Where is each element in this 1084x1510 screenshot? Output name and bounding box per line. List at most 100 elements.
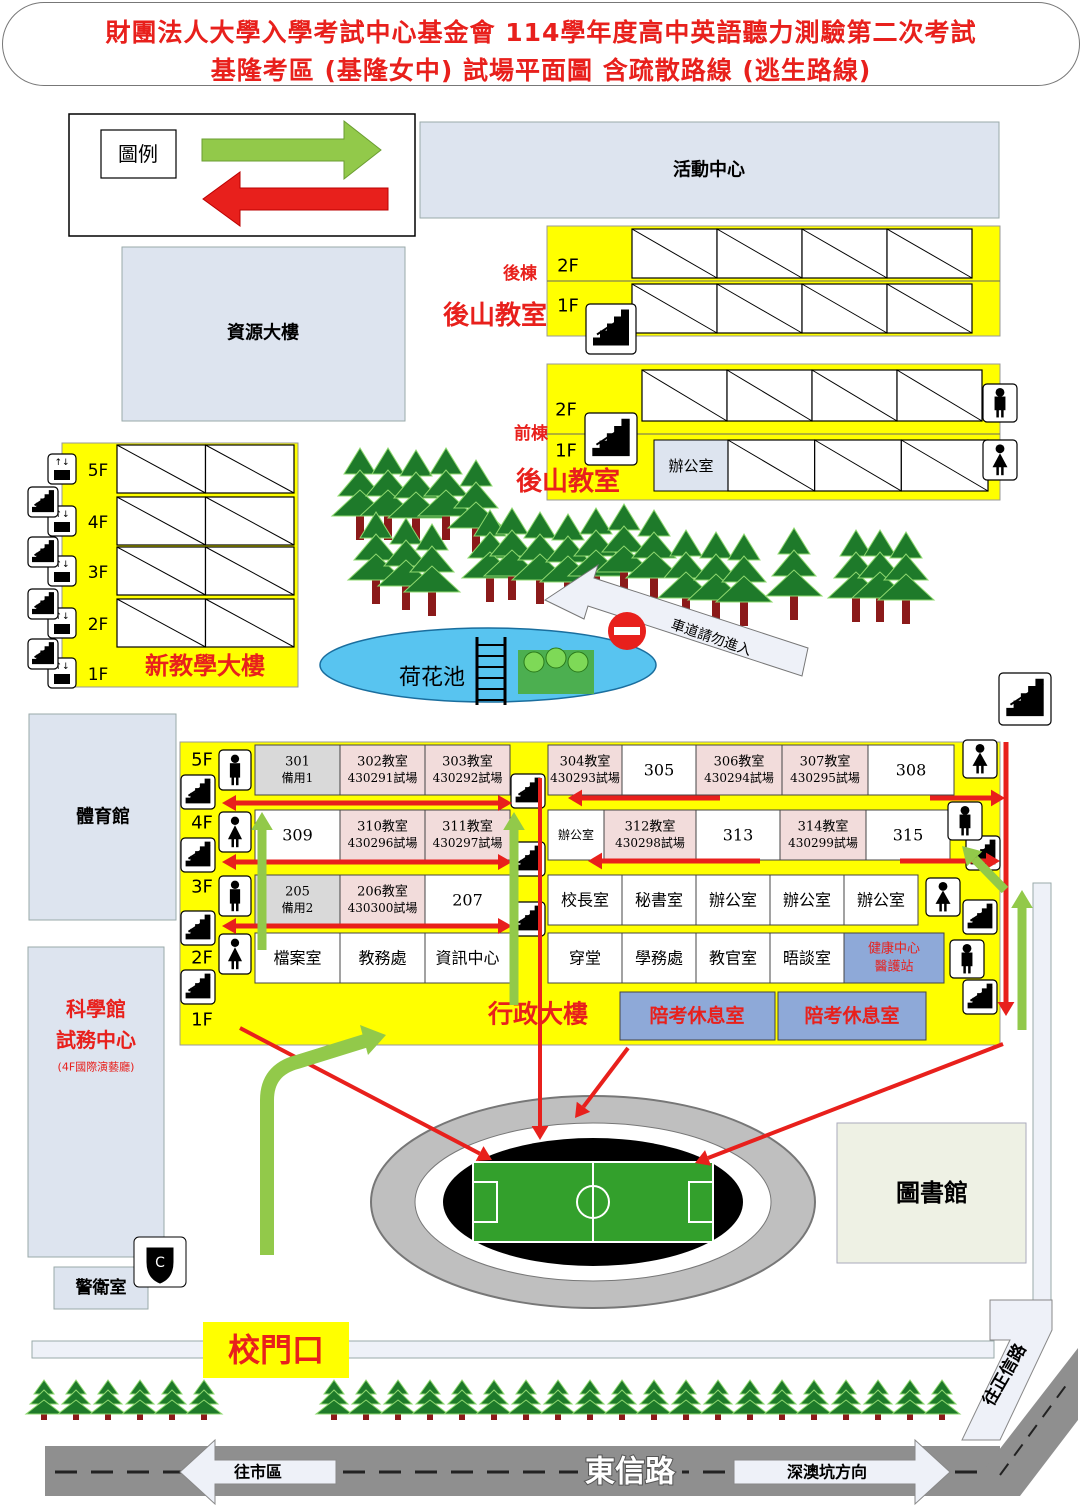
- person-body: [961, 952, 973, 967]
- 3f-west-room-label: 205: [285, 885, 310, 900]
- 5f-west-room-sublabel: 430291試場: [348, 770, 418, 785]
- tree-foliage: [506, 1399, 546, 1415]
- title-line-1: 財團法人大學入學考試中心基金會 114學年度高中英語聽力測驗第二次考試: [105, 18, 977, 47]
- stairs-icon: [962, 979, 998, 1015]
- tree-trunk: [105, 1410, 111, 1420]
- person-head: [230, 938, 240, 947]
- hedge-tree-icon: [184, 1379, 224, 1420]
- hedge-tree-icon: [922, 1379, 962, 1420]
- evacuation-to-field-west-shaft: [239, 1026, 481, 1156]
- tree-trunk: [331, 1410, 337, 1420]
- tree-foliage: [570, 1399, 610, 1415]
- tree-foliage: [594, 545, 654, 573]
- tree-trunk: [169, 1410, 175, 1420]
- tree-trunk: [683, 1410, 689, 1420]
- exam-route-entry-head: [360, 1025, 386, 1055]
- exam-route-west-up: [251, 812, 273, 950]
- 5f-east-room: [547, 744, 623, 796]
- evacuation-3f-west: [222, 918, 512, 934]
- elevator-icon: ↑↓: [47, 453, 77, 485]
- hedge-tree-icon: [442, 1379, 482, 1420]
- library: [836, 1122, 1027, 1264]
- to-city-label: 往市區: [234, 1463, 282, 1482]
- tree-foliage: [152, 1399, 192, 1415]
- hedge-tree-icon: [858, 1379, 898, 1420]
- tree-foliage: [88, 1399, 128, 1415]
- hedge-tree-icon: [314, 1379, 354, 1420]
- tree-icon: [876, 531, 936, 624]
- stairs-icon-rail: [1009, 682, 1044, 706]
- women-restroom-icon: [962, 739, 998, 779]
- tree-trunk: [790, 588, 798, 620]
- exam-route-entry: [260, 1033, 371, 1255]
- stairs-icon: [510, 841, 546, 877]
- exam-route-east-diagonal-head: [962, 846, 983, 867]
- 4f-west-room: [339, 809, 426, 861]
- tree-foliage: [764, 569, 824, 597]
- 2f-west-room: [339, 932, 426, 984]
- 5f-east-room-sublabel: 430294試場: [704, 770, 774, 785]
- legend-heading: 圖例: [118, 142, 158, 166]
- exam-center-label: 試務中心: [56, 1028, 136, 1052]
- tree-trunk: [201, 1410, 207, 1420]
- sports-field: [370, 1095, 816, 1309]
- tree-foliage: [922, 1399, 962, 1415]
- 4f-east-room-sublabel: 430298試場: [615, 835, 685, 850]
- back-hill-front-2f-cell-diagonal: [726, 369, 813, 422]
- 4f-west-room-label: 310教室: [357, 819, 408, 835]
- new-building-name: 新教學大樓: [145, 652, 265, 680]
- shield-letter: C: [155, 1255, 165, 1271]
- tree-foliage: [762, 1399, 802, 1415]
- floor-label-2f: 2F: [557, 256, 579, 277]
- legend-green-arrow: [201, 119, 382, 181]
- new-building-floor-cell-diagonal: [116, 496, 206, 546]
- tree-trunk: [428, 584, 436, 616]
- tree-foliage: [346, 553, 406, 581]
- stairs-icon-rail: [596, 313, 630, 336]
- back-hill-front-2f-cell-diagonal: [811, 369, 898, 422]
- 5f-east-room: [867, 744, 955, 796]
- tree-trunk: [41, 1410, 47, 1420]
- back-hill-front-1f-cell-diagonal: [727, 439, 815, 492]
- tree-trunk: [536, 572, 544, 604]
- gymnasium: [28, 713, 177, 921]
- person-body: [959, 814, 971, 829]
- person-dress: [227, 947, 243, 962]
- title-banner: 財團法人大學入學考試中心基金會 114學年度高中英語聽力測驗第二次考試 基隆考區…: [2, 2, 1080, 86]
- campus-fence-road: [31, 1340, 995, 1359]
- tree-foliage: [634, 1399, 674, 1415]
- evacuation-center-vertical-head: [531, 1126, 549, 1140]
- back-hill-rear-stairs-icon: [585, 303, 637, 355]
- floor-label-2f: 2F: [555, 400, 577, 421]
- back-hill-rear-1f-cell-diagonal: [631, 283, 718, 334]
- floor-label: 2F: [191, 948, 213, 969]
- evacuation-to-field-west: [239, 1026, 492, 1161]
- to-shenaokeng-arrow: [733, 1438, 951, 1506]
- 5f-east-room-label: 307教室: [800, 754, 851, 770]
- 2f-east-room-label: 穿堂: [569, 949, 601, 968]
- tree-trunk: [363, 1410, 369, 1420]
- back-hill-front-1f-cell-diagonal: [901, 439, 989, 492]
- tree-foliage: [826, 1399, 866, 1415]
- 3f-east-room: [547, 874, 623, 926]
- person-head: [230, 754, 240, 763]
- companion-rest-room-1: [619, 991, 776, 1041]
- new-building-floor-cell-diagonal: [205, 546, 295, 596]
- 2f-east-room: [695, 932, 771, 984]
- 3f-east-room: [843, 874, 919, 926]
- evacuation-to-field-center-head: [575, 1101, 591, 1118]
- evacuation-4f-east-east-head: [986, 852, 1000, 870]
- tree-foliage: [876, 573, 936, 601]
- hedge-tree-icon: [730, 1379, 770, 1420]
- exam-route-east-diagonal: [962, 846, 1009, 894]
- gymnasium-label: 體育館: [76, 806, 130, 828]
- person-dress: [935, 890, 951, 904]
- back-hill-rear-1f-cell-diagonal: [801, 283, 888, 334]
- evacuation-east-vertical: [997, 742, 1015, 1016]
- back-hill-front-2f-cell-diagonal: [641, 369, 728, 422]
- tree-icon: [510, 511, 570, 604]
- 5f-east-room-label: 304教室: [560, 754, 611, 770]
- tree-icon: [624, 509, 684, 602]
- 4f-west-room-label: 311教室: [442, 819, 493, 835]
- tree-foliage: [624, 551, 684, 579]
